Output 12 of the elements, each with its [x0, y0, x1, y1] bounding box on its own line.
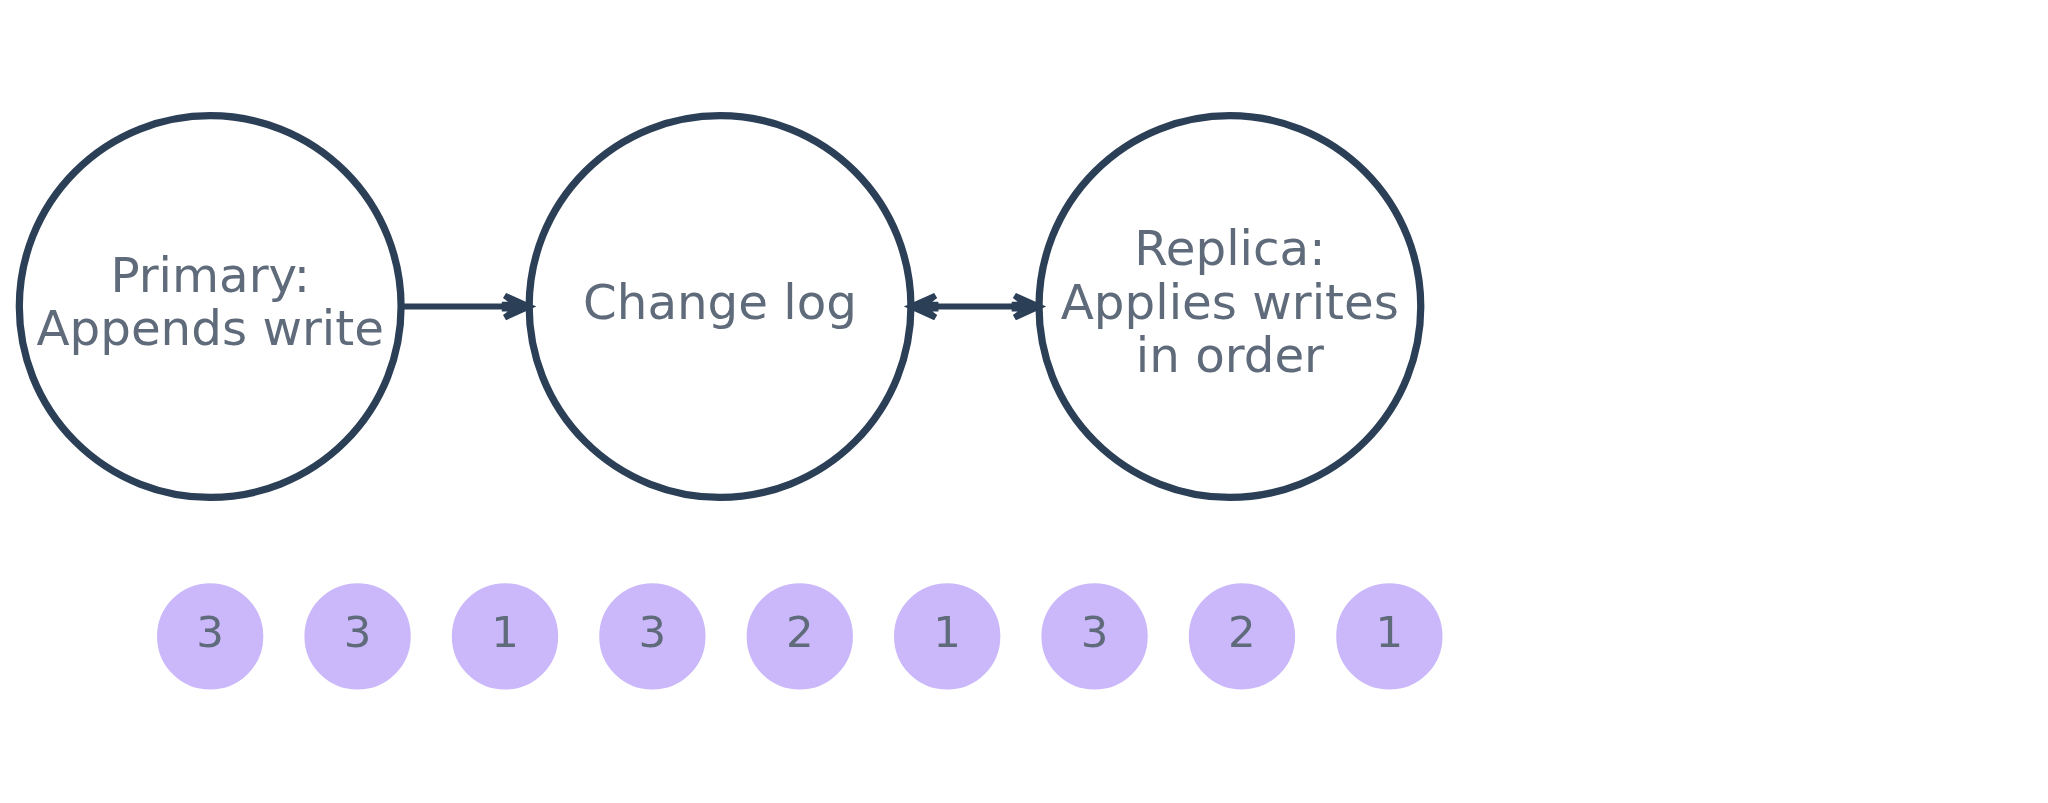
node-circle: 3 [1040, 582, 1148, 690]
node-circle: Replica: Applies writes in order [1034, 111, 1424, 501]
node-circle: 3 [303, 582, 411, 690]
node-circle: 1 [1335, 582, 1443, 690]
node-circle: 2 [746, 582, 853, 690]
node-circle: Primary: Appends write [15, 111, 405, 501]
node-circle: 1 [451, 582, 558, 690]
node-circle: 2 [1188, 582, 1295, 690]
node-circle: 3 [156, 582, 263, 690]
node-circle: 1 [893, 582, 1000, 690]
node-circle: Change log [525, 111, 915, 501]
node-circle: 3 [598, 582, 706, 690]
